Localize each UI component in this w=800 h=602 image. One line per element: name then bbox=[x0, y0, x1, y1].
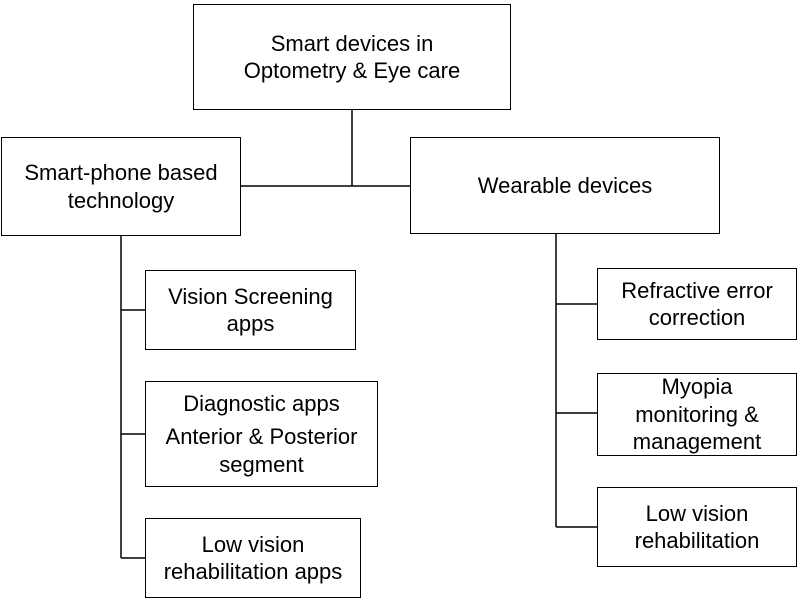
refractive-error-line2: correction bbox=[648, 305, 746, 330]
diagnostic-apps-node: Diagnostic apps Anterior & Posterior seg… bbox=[145, 381, 378, 487]
smartphone-technology-node: Smart-phone based technology bbox=[1, 137, 241, 236]
smartphone-technology-line1: Smart-phone based bbox=[24, 160, 218, 185]
refractive-error-node: Refractive error correction bbox=[597, 268, 797, 340]
myopia-line1: Myopia bbox=[661, 374, 733, 400]
diagnostic-apps-line3: segment bbox=[219, 451, 304, 477]
low-vision-apps-line1: Low vision bbox=[201, 531, 305, 557]
myopia-management-node: Myopia monitoring & management bbox=[597, 373, 797, 456]
low-vision-rehab-line1: Low vision bbox=[645, 500, 749, 526]
smartphone-technology-line2: technology bbox=[67, 187, 175, 213]
vision-screening-line1: Vision Screening bbox=[168, 283, 333, 309]
vision-screening-line2: apps bbox=[226, 311, 275, 336]
wearable-devices-label: Wearable devices bbox=[477, 172, 653, 198]
diagnostic-apps-line1: Diagnostic apps bbox=[183, 390, 340, 416]
root-node-line2: Optometry & Eye care bbox=[243, 58, 461, 83]
refractive-error-line1: Refractive error bbox=[621, 277, 773, 303]
root-node-line1: Smart devices in bbox=[270, 30, 434, 56]
low-vision-rehab-line2: rehabilitation bbox=[634, 528, 760, 553]
wearable-devices-node: Wearable devices bbox=[410, 137, 720, 234]
low-vision-rehabilitation-node: Low vision rehabilitation bbox=[597, 487, 797, 567]
myopia-line3: management bbox=[632, 429, 762, 455]
low-vision-apps-line2: rehabilitation apps bbox=[163, 559, 343, 584]
root-node: Smart devices in Optometry & Eye care bbox=[193, 4, 511, 110]
myopia-line2: monitoring & bbox=[635, 401, 759, 427]
low-vision-apps-node: Low vision rehabilitation apps bbox=[145, 518, 361, 598]
diagnostic-apps-line2: Anterior & Posterior bbox=[165, 424, 358, 450]
vision-screening-apps-node: Vision Screening apps bbox=[145, 270, 356, 350]
